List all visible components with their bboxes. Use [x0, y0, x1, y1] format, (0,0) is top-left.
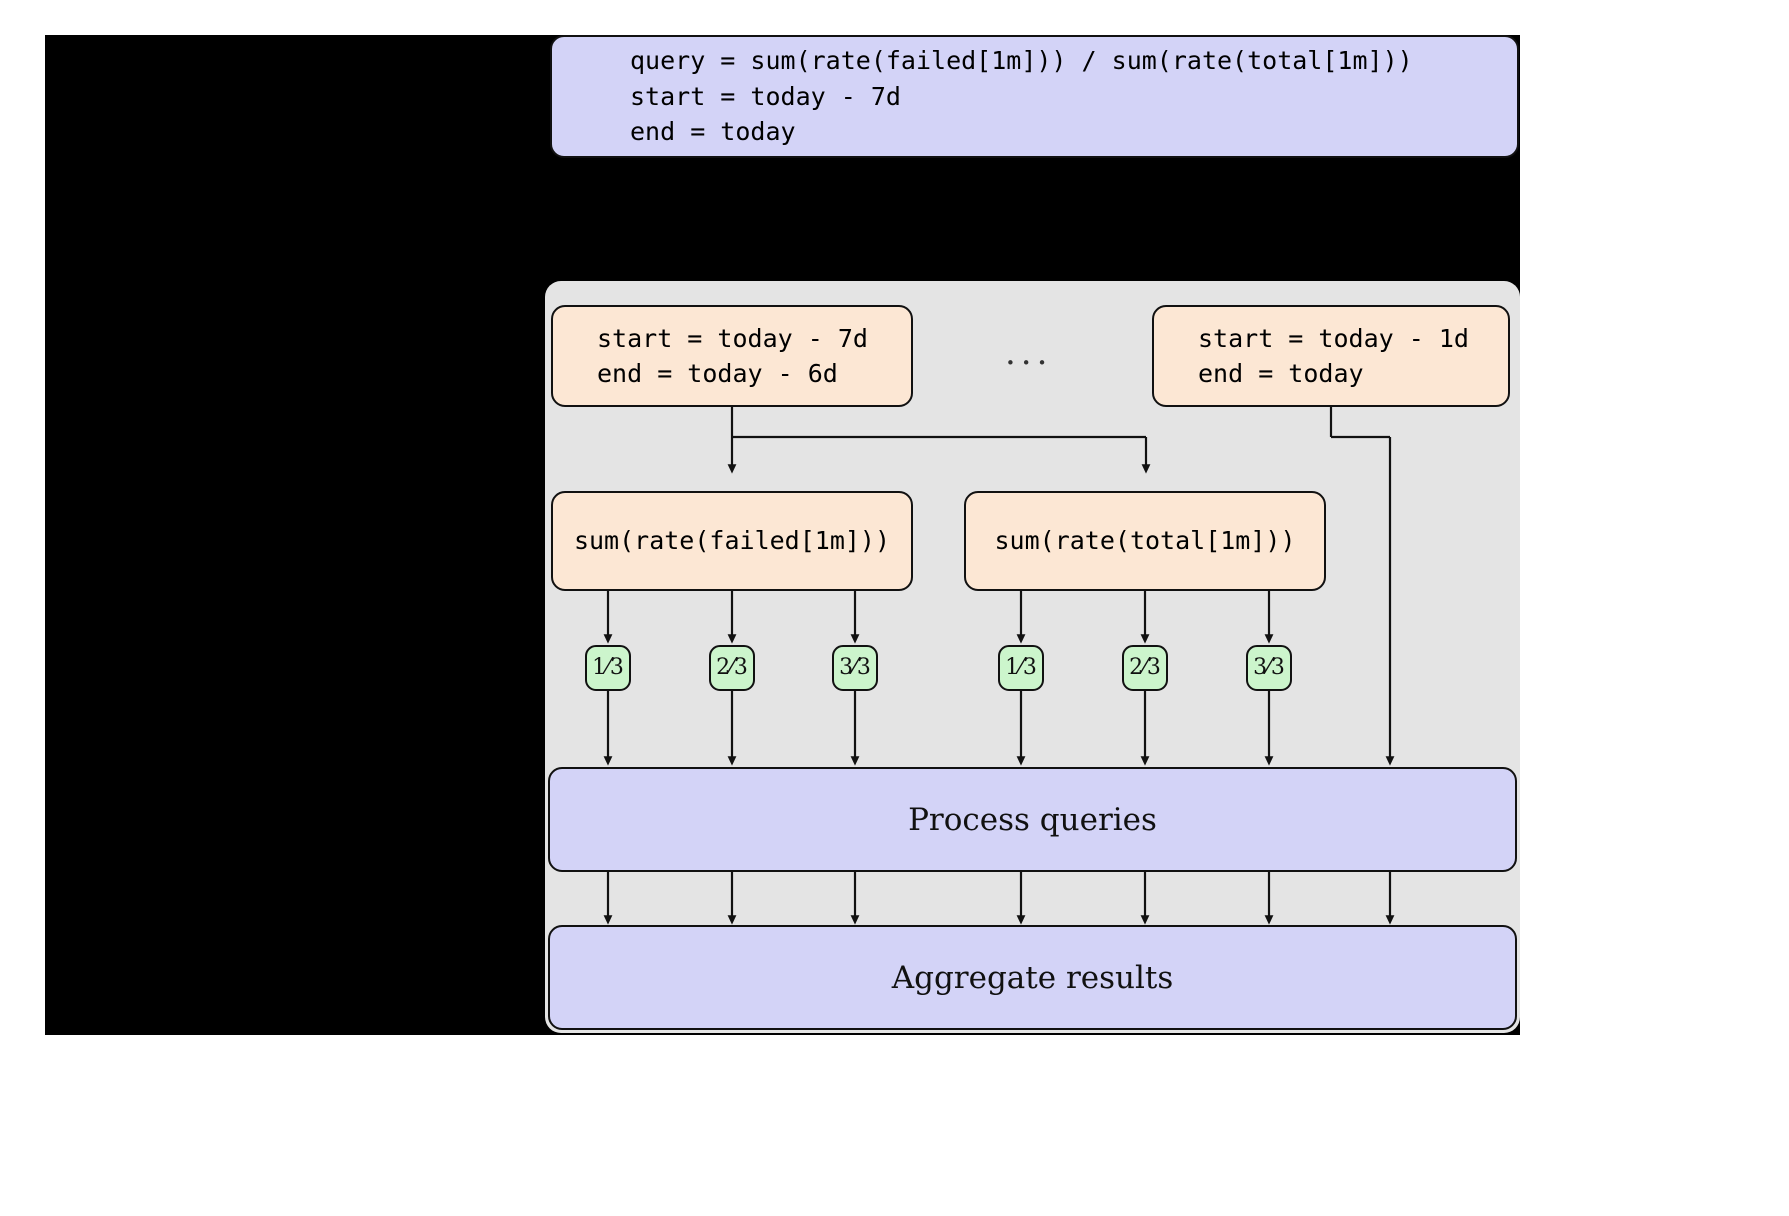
- query-definition-box: query = sum(rate(failed[1m])) / sum(rate…: [550, 35, 1519, 158]
- range-first-line-1: start = today - 7d: [597, 323, 868, 353]
- fraction-badge-3-3-total: 3⁄3: [1246, 645, 1292, 691]
- sum-failed-box: sum(rate(failed[1m])): [551, 491, 913, 591]
- fraction-text: 2⁄3: [716, 655, 748, 680]
- sum-failed-label: sum(rate(failed[1m])): [573, 526, 891, 556]
- fraction-text: 1⁄3: [592, 655, 624, 680]
- query-line-1: query = sum(rate(failed[1m])) / sum(rate…: [630, 46, 1413, 76]
- time-range-box-last: start = today - 1d end = today: [1152, 305, 1510, 407]
- sum-total-box: sum(rate(total[1m])): [964, 491, 1326, 591]
- aggregate-results-box: Aggregate results: [548, 925, 1517, 1030]
- fraction-badge-1-3-failed: 1⁄3: [585, 645, 631, 691]
- time-range-box-first: start = today - 7d end = today - 6d: [551, 305, 913, 407]
- aggregate-results-label: Aggregate results: [891, 959, 1174, 996]
- fraction-badge-1-3-total: 1⁄3: [998, 645, 1044, 691]
- process-queries-box: Process queries: [548, 767, 1517, 872]
- query-line-2: start = today - 7d: [630, 81, 901, 111]
- fraction-text: 1⁄3: [1005, 655, 1037, 680]
- fraction-badge-2-3-failed: 2⁄3: [709, 645, 755, 691]
- sum-total-label: sum(rate(total[1m])): [994, 526, 1296, 556]
- range-last-line-1: start = today - 1d: [1198, 323, 1469, 353]
- fraction-text: 3⁄3: [1253, 655, 1285, 680]
- fraction-badge-2-3-total: 2⁄3: [1122, 645, 1168, 691]
- fraction-text: 3⁄3: [839, 655, 871, 680]
- process-queries-label: Process queries: [908, 801, 1157, 838]
- fraction-badge-3-3-failed: 3⁄3: [832, 645, 878, 691]
- query-line-3: end = today: [630, 117, 796, 147]
- fraction-text: 2⁄3: [1129, 655, 1161, 680]
- range-first-line-2: end = today - 6d: [597, 359, 838, 388]
- range-ellipsis: ...: [1005, 333, 1053, 373]
- range-last-line-2: end = today: [1198, 359, 1364, 388]
